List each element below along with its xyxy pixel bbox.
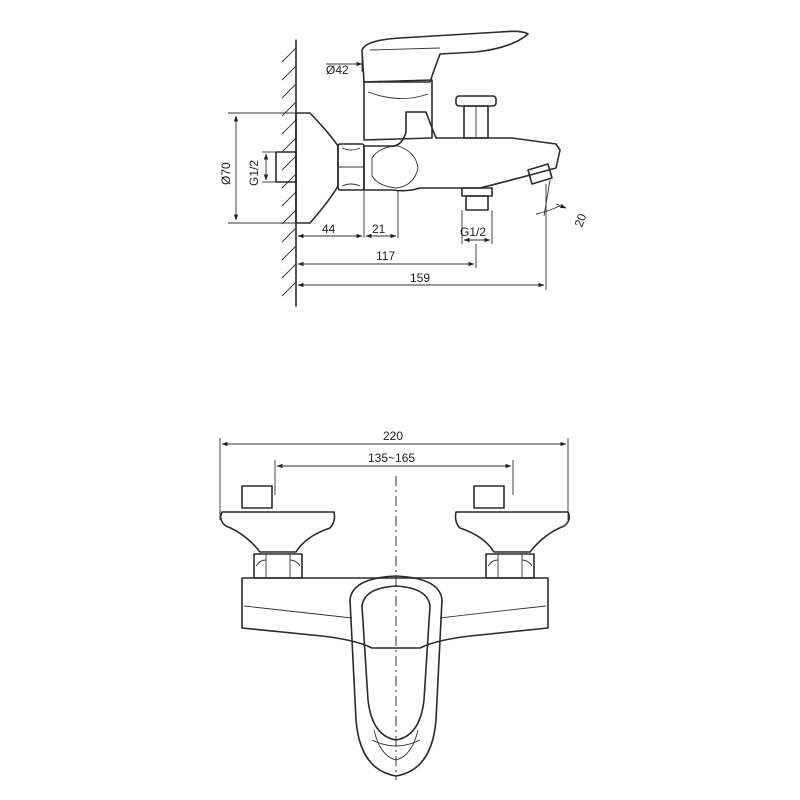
dim-overall-width: 220 (383, 429, 403, 443)
dim-wall-to-nut: 44 (322, 222, 336, 236)
lever-handle-edge (369, 47, 441, 51)
front-lever-outer (349, 575, 443, 777)
connector-oval (371, 145, 419, 189)
dim-inlet-thread: G1/2 (247, 160, 261, 186)
cartridge-shade (367, 91, 429, 99)
shower-outlet (461, 187, 493, 211)
dim-nut-width: 21 (372, 222, 386, 236)
wall-hatching (281, 47, 297, 297)
dim-spout-angle: 20 (572, 211, 590, 229)
wall-flange (295, 112, 339, 224)
front-lever-inner (361, 585, 431, 741)
cartridge-column (363, 79, 433, 141)
dim-to-spout: 159 (410, 271, 430, 285)
diverter-knob (455, 95, 497, 139)
dim-outlet-thread: G1/2 (460, 225, 486, 239)
mixer-body (363, 111, 561, 192)
dim-flange-diameter: Ø70 (219, 162, 233, 185)
front-mixer-body (241, 577, 549, 649)
left-hex-nut (253, 553, 303, 579)
right-flange (454, 511, 571, 553)
left-flange (219, 511, 336, 553)
right-inlet-stub (473, 485, 505, 509)
right-hex-nut (485, 553, 535, 579)
spout-tip (527, 163, 553, 185)
dim-body-diameter: Ø42 (326, 63, 349, 77)
lever-handle (361, 30, 529, 83)
hex-nut (337, 143, 365, 191)
front-view: 220 135~165 (219, 429, 571, 780)
dim-to-outlet: 117 (376, 249, 395, 263)
side-view: Ø42 Ø70 G1/2 44 21 G1/2 117 159 (219, 30, 590, 307)
dim-center-distance: 135~165 (368, 451, 415, 465)
left-inlet-stub (241, 485, 273, 509)
